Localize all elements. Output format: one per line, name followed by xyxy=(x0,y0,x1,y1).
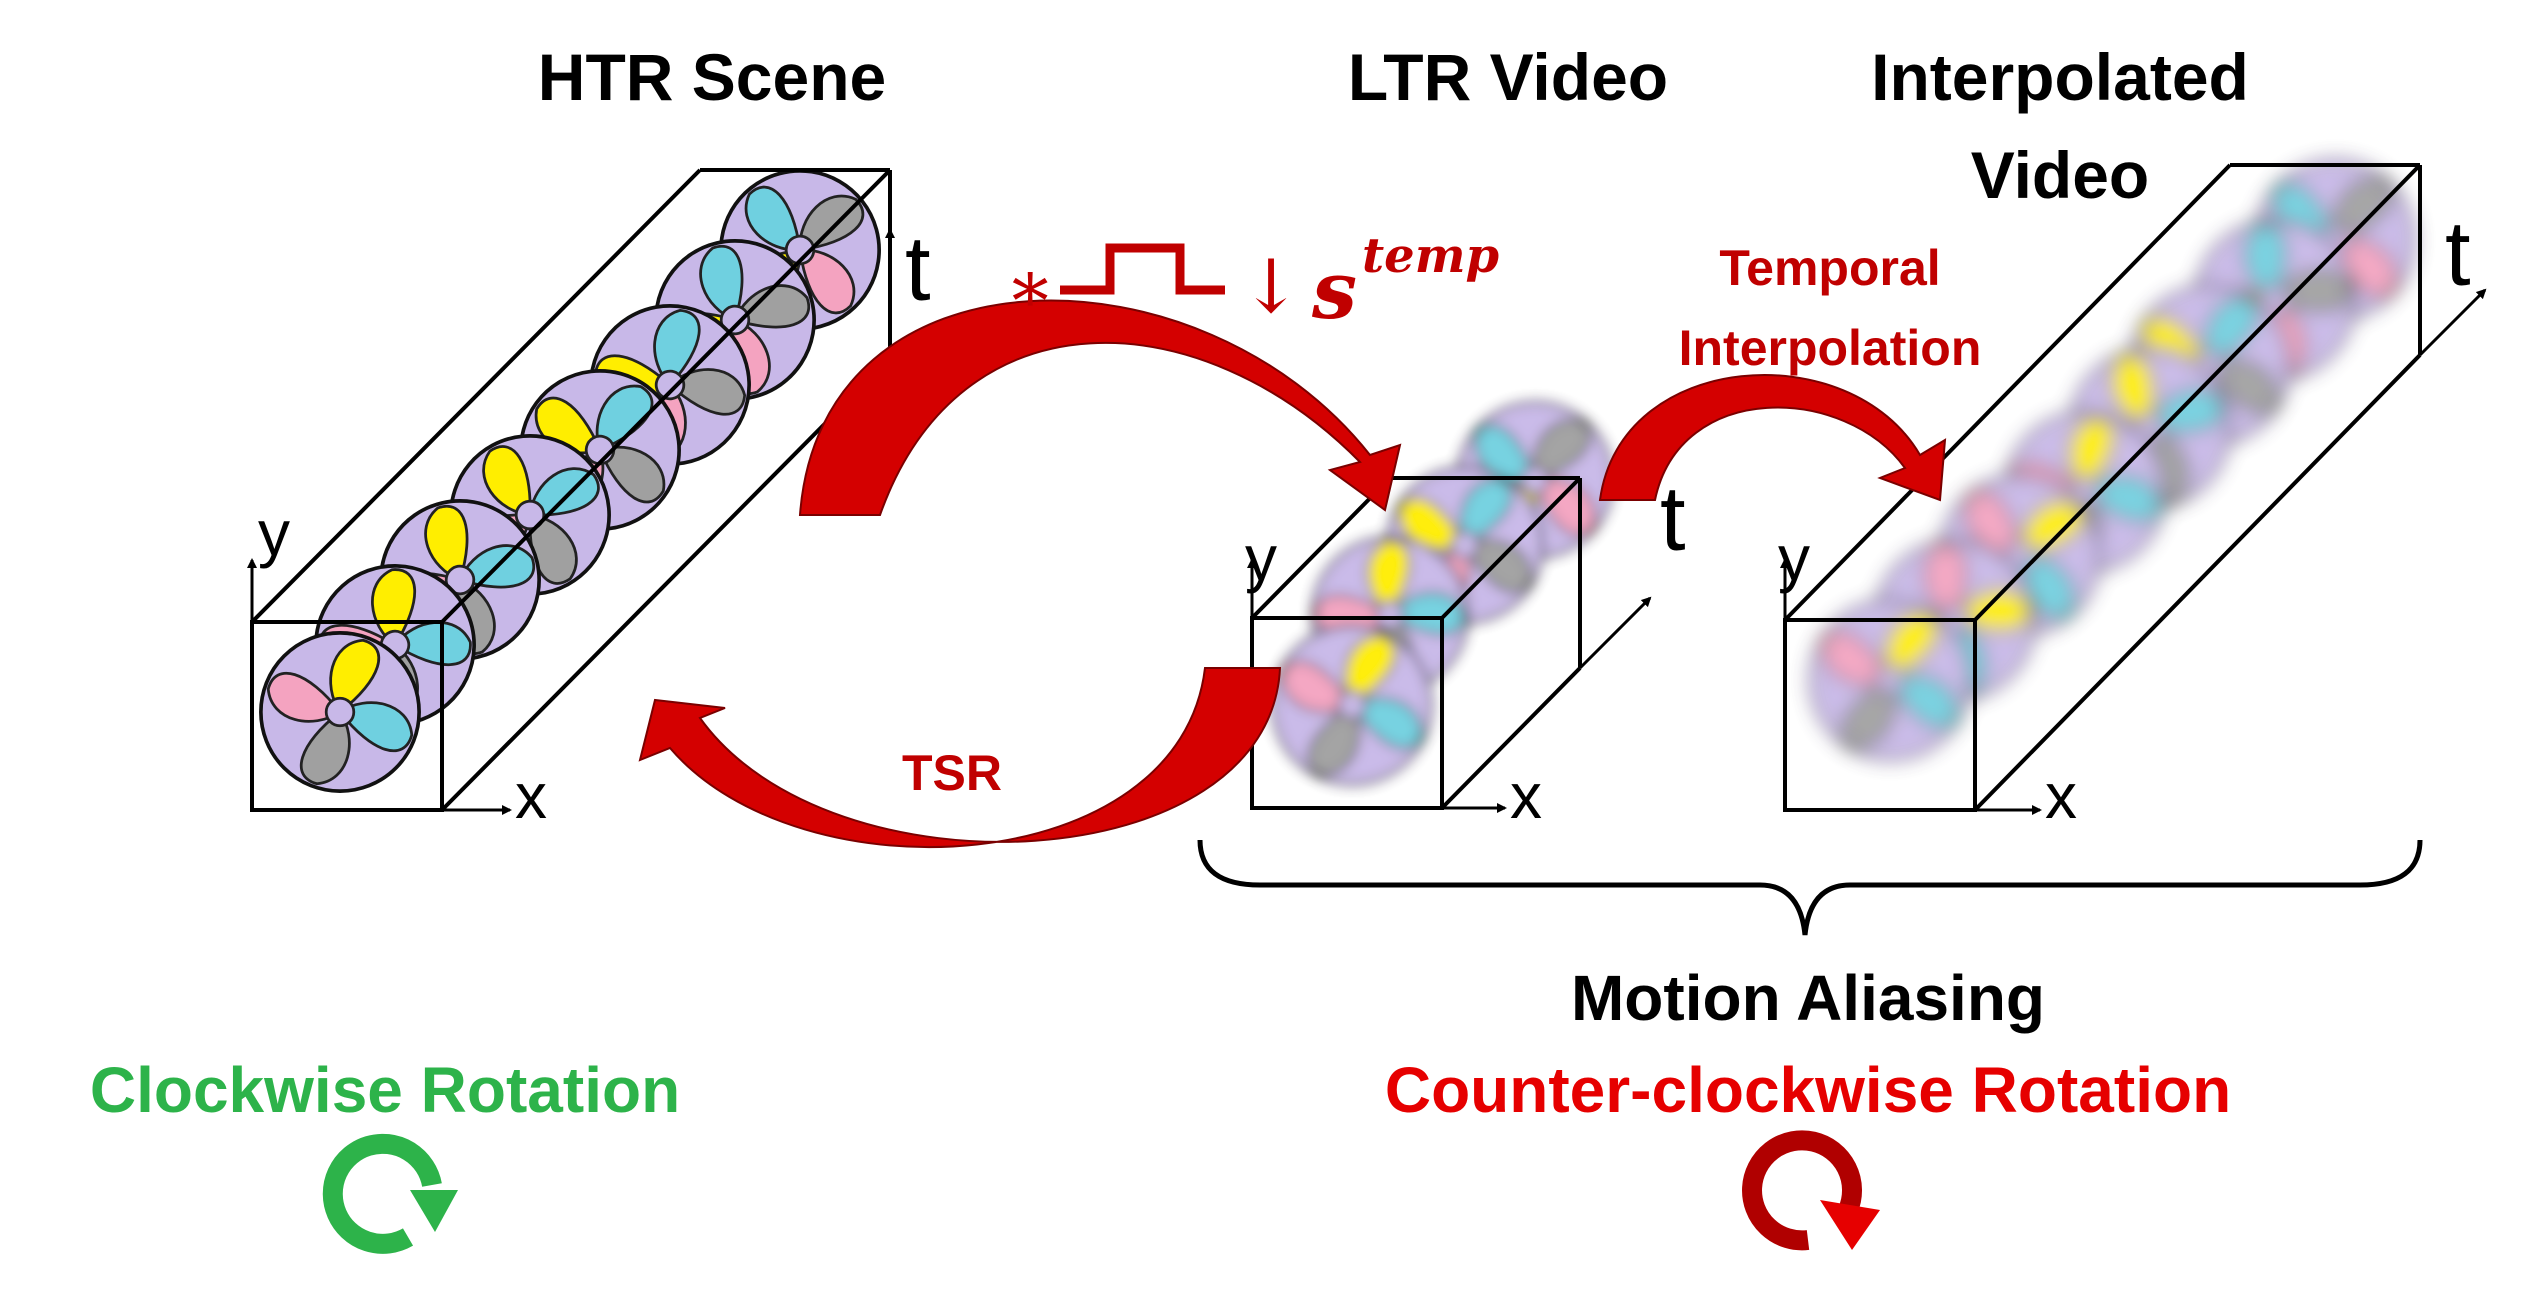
ltr-cuboid xyxy=(1250,476,1582,810)
arrow-labels: TSR Temporal Interpolation xyxy=(902,240,1981,801)
tsr-arrow xyxy=(638,667,1282,848)
ltr-video-title: LTR Video xyxy=(1348,40,1668,114)
motion-aliasing-label: Motion Aliasing xyxy=(1571,962,2045,1034)
captions: Motion Aliasing Counter-clockwise Rotati… xyxy=(90,962,2231,1126)
ltr-axis-y: y xyxy=(1245,522,1277,594)
temporal-label-line1: Temporal xyxy=(1719,240,1940,296)
counter-clockwise-label: Counter-clockwise Rotation xyxy=(1385,1054,2231,1126)
operator-superscript: temp xyxy=(1362,228,1499,284)
htr-scene-block xyxy=(247,140,910,815)
clockwise-label: Clockwise Rotation xyxy=(90,1054,680,1126)
htr-scene-title: HTR Scene xyxy=(538,40,886,114)
htr-axis-x: x xyxy=(515,760,547,832)
interp-axes xyxy=(1780,288,2487,815)
temporal-interp-arrow xyxy=(1598,374,1947,502)
ltr-axis-x: x xyxy=(1510,760,1542,832)
operator-s: s xyxy=(1311,243,1357,337)
interp-cuboid xyxy=(1783,163,2422,812)
htr-cuboid xyxy=(250,168,892,812)
interpolated-title-line1: Interpolated xyxy=(1871,40,2249,114)
titles: HTR Scene LTR Video Interpolated Video xyxy=(538,40,2249,212)
htr-axes xyxy=(247,228,895,815)
interp-axis-x: x xyxy=(2045,760,2077,832)
downsample-operator: ∗ ↓ s temp xyxy=(1005,228,1499,337)
tsr-label: TSR xyxy=(902,745,1002,801)
interpolated-video-block xyxy=(1780,136,2487,815)
interp-axis-t: t xyxy=(2445,203,2471,305)
interpolated-title-line2: Video xyxy=(1971,138,2150,212)
interp-axis-y: y xyxy=(1778,522,1810,594)
ltr-video-block xyxy=(1247,378,1652,813)
temporal-label-line2: Interpolation xyxy=(1679,320,1982,376)
axis-labels: y x t y x t y x t xyxy=(258,203,2471,832)
clockwise-arrow-icon xyxy=(322,1133,458,1254)
convolution-symbol: ∗ xyxy=(1005,244,1055,330)
htr-axis-t: t xyxy=(905,218,931,320)
htr-axis-y: y xyxy=(258,497,290,569)
counter-clockwise-arrow-icon xyxy=(1742,1130,1880,1251)
down-arrow-symbol: ↓ xyxy=(1240,244,1302,330)
box-filter-pulse xyxy=(1060,243,1225,295)
motion-aliasing-brace xyxy=(1197,839,2423,936)
ltr-axis-t: t xyxy=(1660,468,1686,570)
downsample-arrow xyxy=(798,299,1402,516)
red-arrows xyxy=(638,243,1947,848)
